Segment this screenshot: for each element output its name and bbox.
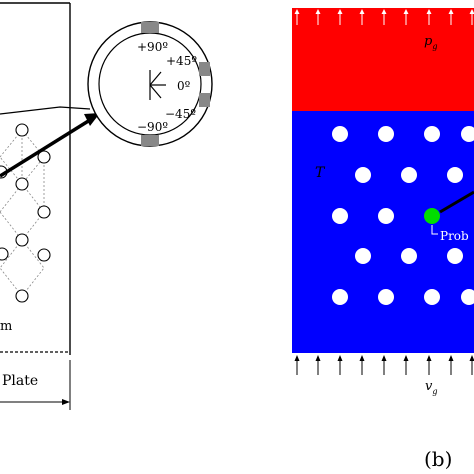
hole — [447, 167, 463, 183]
hole — [15, 123, 29, 137]
probe-arrow — [439, 190, 474, 214]
strain-gauge-rosette: +90º +45º 0º −45º −90º — [87, 21, 213, 147]
hole — [37, 248, 51, 262]
top-label: pg — [424, 34, 437, 51]
arrow-to-gauge-shaft — [0, 118, 91, 178]
hole — [332, 126, 348, 142]
hole — [424, 289, 440, 305]
gauge-label-plus90: +90º — [137, 40, 168, 54]
hole — [401, 248, 417, 264]
holes — [332, 126, 474, 305]
hole — [461, 126, 474, 142]
region-label: T — [315, 165, 326, 181]
hole — [355, 248, 371, 264]
top-region — [292, 8, 474, 111]
hole — [401, 167, 417, 183]
right-panel: pg T Prob — [292, 8, 474, 471]
hole-circles — [0, 123, 51, 303]
interface-curve — [0, 106, 91, 115]
plate-dimension-arrowhead — [62, 399, 70, 405]
probe-label-fragment: Prob — [440, 229, 469, 243]
hole — [424, 126, 440, 142]
arrow-to-gauge-head — [84, 113, 100, 126]
hole — [332, 208, 348, 224]
probe-point — [424, 208, 440, 224]
gauge-pad-bottom — [141, 135, 159, 146]
gauge-pad-right-lower — [199, 93, 210, 107]
bottom-arrowheads — [294, 355, 474, 361]
bottom-arrows — [296, 359, 473, 375]
hole — [15, 177, 29, 191]
gauge-label-minus45: −45º — [165, 107, 196, 121]
left-panel: +90º +45º 0º −45º −90º m Plate — [0, 2, 213, 410]
hole — [15, 289, 29, 303]
hole — [332, 289, 348, 305]
gauge-label-plus45: +45º — [166, 54, 197, 68]
hole — [447, 248, 463, 264]
main-region — [292, 111, 474, 353]
gauge-label-zero: 0º — [177, 79, 191, 93]
hole — [378, 289, 394, 305]
hole-mesh — [0, 129, 45, 297]
top-arrowheads — [294, 9, 474, 14]
hole — [378, 208, 394, 224]
hole — [15, 233, 29, 247]
hole — [461, 289, 474, 305]
hole — [37, 205, 51, 219]
mesh-label-fragment: m — [0, 319, 12, 334]
gauge-label-minus90: −90º — [137, 120, 168, 134]
hole — [0, 247, 9, 261]
hole — [37, 150, 51, 164]
gauge-pad-right-upper — [199, 62, 210, 76]
panel-tag: (b) — [424, 447, 452, 471]
hole — [355, 167, 371, 183]
probe-leader — [431, 225, 438, 235]
gauge-pad-top — [141, 22, 159, 33]
hole — [378, 126, 394, 142]
plate-label-fragment: Plate — [2, 373, 38, 389]
bottom-label: vg — [425, 379, 437, 396]
